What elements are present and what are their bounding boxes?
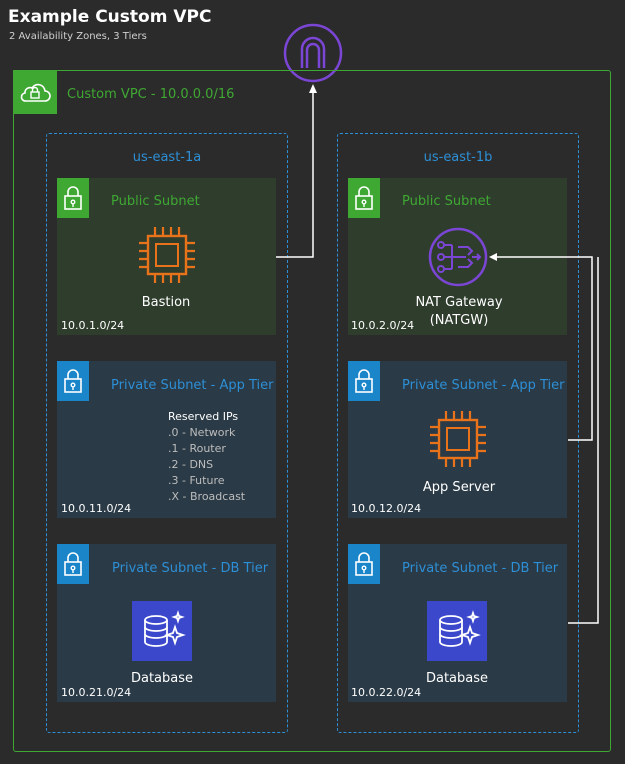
lock-icon [355, 552, 373, 576]
reserved-ip-item: .2 - DNS [168, 458, 214, 471]
subnet-title: Private Subnet - DB Tier [402, 561, 559, 576]
reserved-ip-item: .X - Broadcast [168, 490, 246, 503]
subnet-cidr: 10.0.12.0/24 [351, 502, 422, 515]
subnet-title: Public Subnet [402, 194, 491, 209]
subnet-cidr: 10.0.22.0/24 [351, 686, 422, 699]
lock-icon [355, 369, 373, 393]
subnet-cidr: 10.0.2.0/24 [351, 319, 415, 332]
nat-gateway-label: NAT Gateway [415, 295, 503, 310]
subnet-title: Private Subnet - App Tier [402, 378, 565, 393]
diagram-subtitle: 2 Availability Zones, 3 Tiers [9, 31, 147, 42]
vpc-cloud-lock-icon [20, 83, 51, 102]
subnet-cidr: 10.0.11.0/24 [61, 502, 132, 515]
rds-database-icon [427, 601, 487, 661]
subnet-cidr: 10.0.21.0/24 [61, 686, 132, 699]
ec2-instance-icon [139, 227, 195, 283]
subnet-title: Public Subnet [111, 194, 200, 209]
az-label-a: us-east-1a [132, 150, 202, 165]
lock-icon [64, 369, 82, 393]
arrow-head-nat [489, 253, 497, 261]
nat-gateway-icon [428, 227, 488, 287]
subnet-badge [57, 361, 89, 401]
database-label: Database [130, 671, 194, 686]
bastion-label: Bastion [141, 295, 191, 310]
az-boundary-a [46, 133, 288, 733]
subnet-title: Private Subnet - DB Tier [112, 561, 269, 576]
app-to-nat-line [496, 256, 593, 441]
subnet-badge [57, 544, 89, 584]
internet-gateway-icon [283, 23, 343, 83]
reserved-ip-item: .0 - Network [168, 426, 236, 439]
bastion-to-igw-line [276, 92, 314, 258]
reserved-ip-item: .3 - Future [168, 474, 225, 487]
lock-icon [64, 186, 82, 210]
subnet-badge [348, 361, 380, 401]
subnet-title: Private Subnet - App Tier [111, 378, 274, 393]
subnet-badge [57, 178, 89, 218]
reserved-ip-item: .1 - Router [168, 442, 226, 455]
lock-icon [355, 186, 373, 210]
ec2-instance-icon [430, 411, 486, 467]
az-boundary-b [337, 133, 579, 733]
database-label: Database [425, 671, 489, 686]
subnet-badge [348, 178, 380, 218]
vpc-label: Custom VPC - 10.0.0.0/16 [67, 87, 235, 102]
vpc-badge [13, 70, 57, 114]
db-to-nat-line [568, 257, 599, 624]
arrow-head-igw [309, 84, 317, 93]
subnet-public-a [57, 178, 276, 335]
diagram-title: Example Custom VPC [8, 7, 212, 27]
subnet-cidr: 10.0.1.0/24 [61, 319, 125, 332]
reserved-ips-note: Reserved IPs .0 - Network .1 - Router .2… [168, 409, 245, 505]
nat-gateway-abbr: (NATGW) [429, 313, 489, 328]
subnet-app-b [348, 361, 567, 518]
app-server-label: App Server [422, 480, 496, 495]
lock-icon [64, 552, 82, 576]
az-label-b: us-east-1b [423, 150, 493, 165]
subnet-badge [348, 544, 380, 584]
vpc-boundary [13, 70, 611, 752]
rds-database-icon [132, 601, 192, 661]
subnet-app-a [57, 361, 276, 518]
reserved-ips-title: Reserved IPs [168, 410, 239, 423]
